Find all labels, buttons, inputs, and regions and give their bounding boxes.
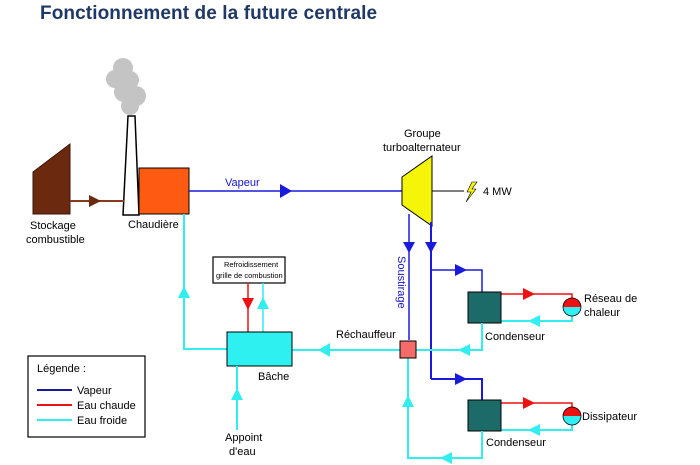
reseau-label-2: chaleur [584, 307, 620, 319]
turbine [401, 155, 433, 227]
condenseur-1-arrow-icon [455, 264, 467, 276]
soustirage-label: Soustirage [395, 256, 407, 309]
bache-box [226, 331, 293, 367]
appoint-label-1: Appoint [225, 432, 262, 444]
chimney [122, 115, 140, 216]
condenseur-1-return-arrow-icon [458, 344, 470, 356]
dissipateur-cold-arrow-icon [528, 424, 540, 436]
vapeur-to-condenseur-1 [431, 269, 483, 292]
eau-chaude-dissipateur [501, 402, 573, 407]
dissipateur-label: Dissipateur [582, 411, 637, 423]
condenseur-2-bottom-arrow-icon [440, 452, 452, 464]
refroidissement-cold-arrow-icon [257, 297, 269, 309]
chaudiere-box [138, 167, 190, 215]
condenseur-1-box [467, 291, 502, 324]
appoint-arrow-icon [231, 388, 243, 400]
refroidissement-box [212, 256, 286, 284]
vapeur-label: Vapeur [225, 177, 260, 189]
condenseur-1-label: Condenseur [485, 331, 545, 343]
condenseur-2-arrow-icon [455, 373, 467, 385]
lightning-icon [465, 181, 478, 203]
legend-box [27, 355, 146, 438]
bache-label: Bâche [258, 371, 289, 383]
chaudiere-label: Chaudière [128, 219, 179, 231]
page-title: Fonctionnement de la future centrale [40, 3, 378, 24]
eau-froide-reseau [501, 316, 573, 322]
turbine-label-1: Groupe [404, 128, 441, 140]
eau-froide-dissipateur [501, 425, 573, 431]
fuel-storage [32, 142, 71, 215]
turbine-label-2: turboalternateur [383, 142, 461, 154]
power-label: 4 MW [483, 186, 512, 198]
bache-to-chaudiere [183, 214, 227, 350]
appoint-label-2: d'eau [229, 446, 256, 458]
bache-to-chaudiere-arrow-icon [178, 286, 190, 298]
soustirage-arrow-icon [403, 242, 415, 253]
refroidissement-label-1: Refroidissement [224, 260, 279, 269]
rechauffeur-box [399, 340, 417, 359]
condenseur-2-box [467, 399, 502, 432]
rechauffeur-feed-arrow-icon [402, 395, 414, 407]
legend-label-eau-chaude: Eau chaude [77, 400, 136, 412]
vapeur-arrow-icon [280, 184, 292, 198]
rechauffeur-label: Réchauffeur [336, 329, 396, 341]
reseau-chaleur-icon [562, 297, 582, 317]
legend-label-vapeur: Vapeur [77, 385, 112, 397]
refroidissement-label-2: grille de combustion [216, 271, 283, 280]
legend-label-eau-froide: Eau froide [77, 415, 127, 427]
legend: Légende : Vapeur Eau chaude Eau froide [27, 355, 146, 438]
stockage-label-2: combustible [26, 234, 85, 246]
legend-title: Légende : [37, 363, 86, 375]
reseau-hot-arrow-icon [523, 288, 535, 300]
reseau-label-1: Réseau de [584, 293, 637, 305]
condenseur-2-label: Condenseur [486, 437, 546, 449]
stockage-label-1: Stockage [30, 220, 76, 232]
dissipateur-hot-arrow-icon [523, 397, 535, 409]
rechauffeur-to-bache-arrow-icon [318, 343, 330, 357]
condenseur-1-return [416, 323, 483, 351]
reseau-cold-arrow-icon [528, 315, 540, 327]
exhaust-arrow-icon [425, 242, 437, 253]
refroidissement-hot-arrow-icon [242, 298, 254, 310]
vapeur-to-condenseur-2 [431, 378, 483, 400]
smoke-icon [106, 58, 146, 115]
fuel-arrow-icon [89, 195, 101, 207]
eau-chaude-reseau [501, 293, 573, 298]
dissipateur-icon [562, 406, 582, 426]
